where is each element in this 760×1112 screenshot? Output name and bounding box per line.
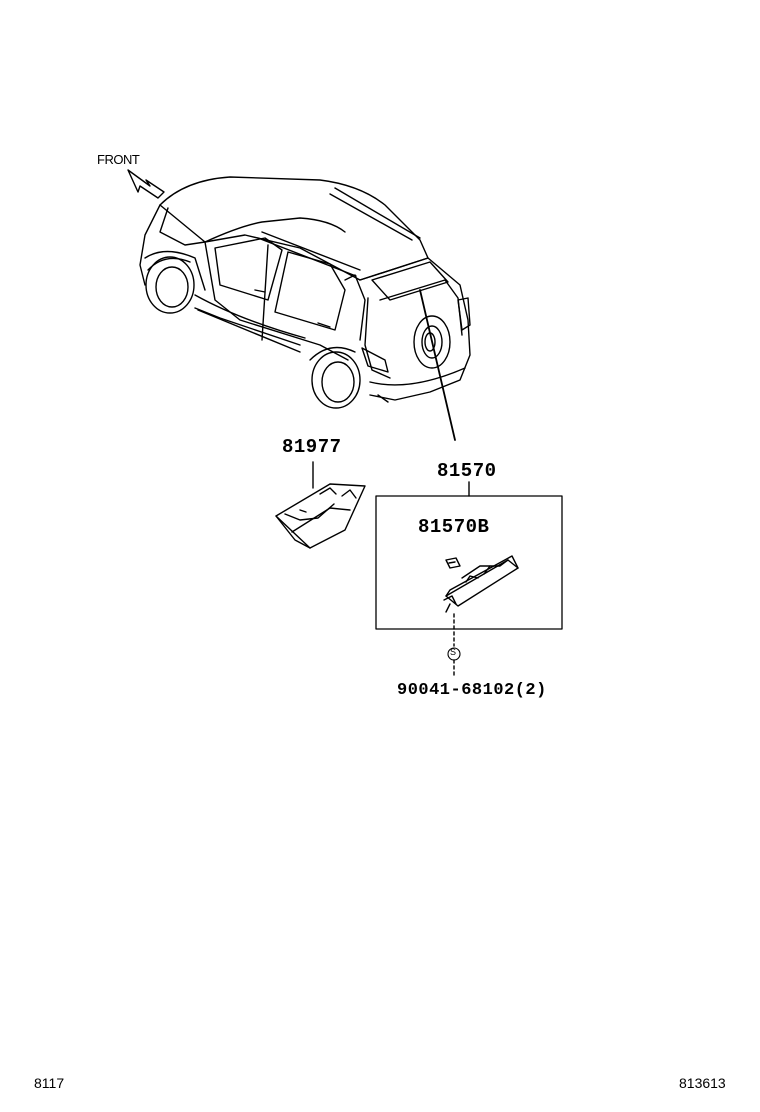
vehicle-illustration: [139, 176, 471, 409]
part-number-81570[interactable]: 81570: [437, 460, 497, 482]
footer-left-code: 8117: [34, 1075, 65, 1091]
front-arrow-icon: [127, 169, 165, 199]
cover-part-illustration: [275, 483, 366, 549]
part-number-81570b[interactable]: 81570B: [418, 516, 490, 538]
screw-symbol: S: [450, 647, 457, 657]
part-number-81977[interactable]: 81977: [282, 436, 342, 458]
front-label: FRONT: [97, 152, 140, 167]
lamp-illustration: [443, 555, 519, 613]
leader-line: [419, 289, 456, 441]
bulb-illustration: [445, 557, 461, 569]
part-number-screw[interactable]: 90041-68102(2): [397, 681, 547, 700]
footer-right-code: 813613: [679, 1075, 726, 1091]
